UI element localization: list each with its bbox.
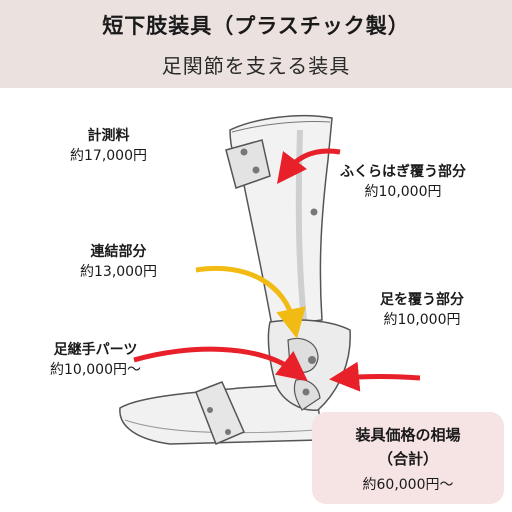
- label-name: 連結部分: [90, 244, 147, 260]
- label-price: 約13,000円: [80, 264, 157, 281]
- label-name: 足継手パーツ: [53, 342, 138, 358]
- top-strap: [225, 139, 271, 189]
- label-name: 計測料: [87, 128, 130, 144]
- summary-box: 装具価格の相場 （合計） 約60,000円〜: [312, 412, 504, 504]
- summary-total: 約60,000円〜: [362, 477, 454, 493]
- label-price: 約10,000円: [364, 184, 442, 201]
- header-band: 短下肢装具（プラスチック製） 足関節を支える装具: [0, 0, 512, 88]
- arrow-icon: [133, 346, 308, 382]
- label-price: 約10,000円〜: [50, 362, 141, 379]
- summary-subtitle: （合計）: [377, 450, 438, 468]
- label-connector: 連結部分 約13,000円: [80, 242, 157, 283]
- summary-title: 装具価格の相場: [355, 426, 461, 444]
- rivet: [310, 208, 318, 216]
- label-calf-cover: ふくらはぎ覆う部分 約10,000円: [340, 162, 466, 203]
- label-price: 約10,000円: [383, 312, 461, 329]
- label-name: 足を覆う部分: [380, 292, 464, 308]
- foot-strap: [195, 381, 245, 445]
- arrow-icon: [195, 265, 306, 339]
- label-foot-cover: 足を覆う部分 約10,000円: [380, 290, 464, 331]
- label-price: 約17,000円: [70, 148, 147, 165]
- arrow-icon: [276, 148, 341, 184]
- page-title: 短下肢装具（プラスチック製）: [102, 14, 410, 38]
- label-measurement: 計測料 約17,000円: [70, 126, 147, 167]
- label-ankle-joint: 足継手パーツ 約10,000円〜: [50, 340, 141, 381]
- page-subtitle: 足関節を支える装具: [161, 54, 351, 78]
- label-name: ふくらはぎ覆う部分: [340, 164, 466, 180]
- arrow-icon: [329, 361, 421, 392]
